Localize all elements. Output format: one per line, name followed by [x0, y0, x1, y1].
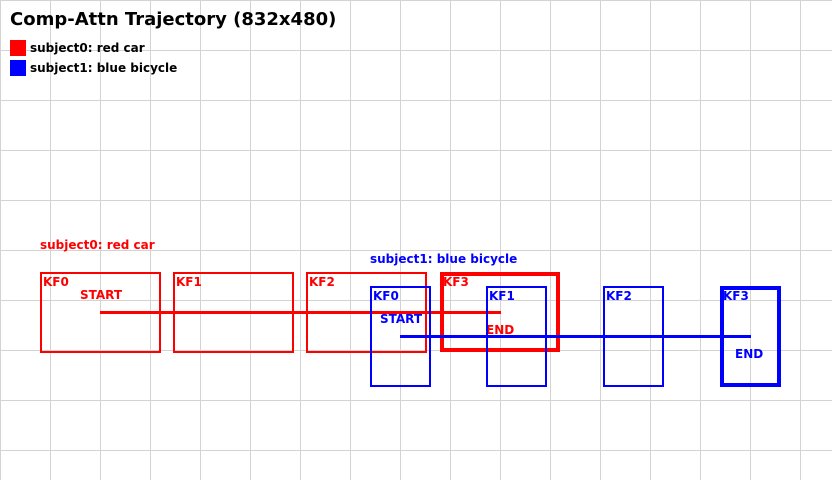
- subject1-path: [400, 335, 751, 338]
- keyframe-label: KF1: [176, 275, 202, 289]
- legend-label: subject0: red car: [30, 41, 145, 55]
- legend-swatch-blue: [10, 60, 26, 76]
- keyframe-label: KF2: [309, 275, 335, 289]
- subject1-label: subject1: blue bicycle: [370, 252, 518, 266]
- legend-swatch-red: [10, 40, 26, 56]
- subject1-end-marker: END: [735, 347, 764, 361]
- subject0-path: [100, 311, 501, 314]
- keyframe-label: KF2: [606, 289, 632, 303]
- subject1-start-marker: START: [380, 312, 423, 326]
- keyframe-label: KF3: [723, 289, 749, 303]
- subject0-start-marker: START: [80, 288, 123, 302]
- subject0-end-marker: END: [486, 323, 515, 337]
- keyframe-label: KF3: [443, 275, 469, 289]
- legend-label: subject1: blue bicycle: [30, 61, 178, 75]
- keyframe-label: KF0: [373, 289, 399, 303]
- keyframe-label: KF1: [489, 289, 515, 303]
- keyframe-label: KF0: [43, 275, 69, 289]
- page-title: Comp-Attn Trajectory (832x480): [10, 9, 337, 30]
- subject0-label: subject0: red car: [40, 238, 155, 252]
